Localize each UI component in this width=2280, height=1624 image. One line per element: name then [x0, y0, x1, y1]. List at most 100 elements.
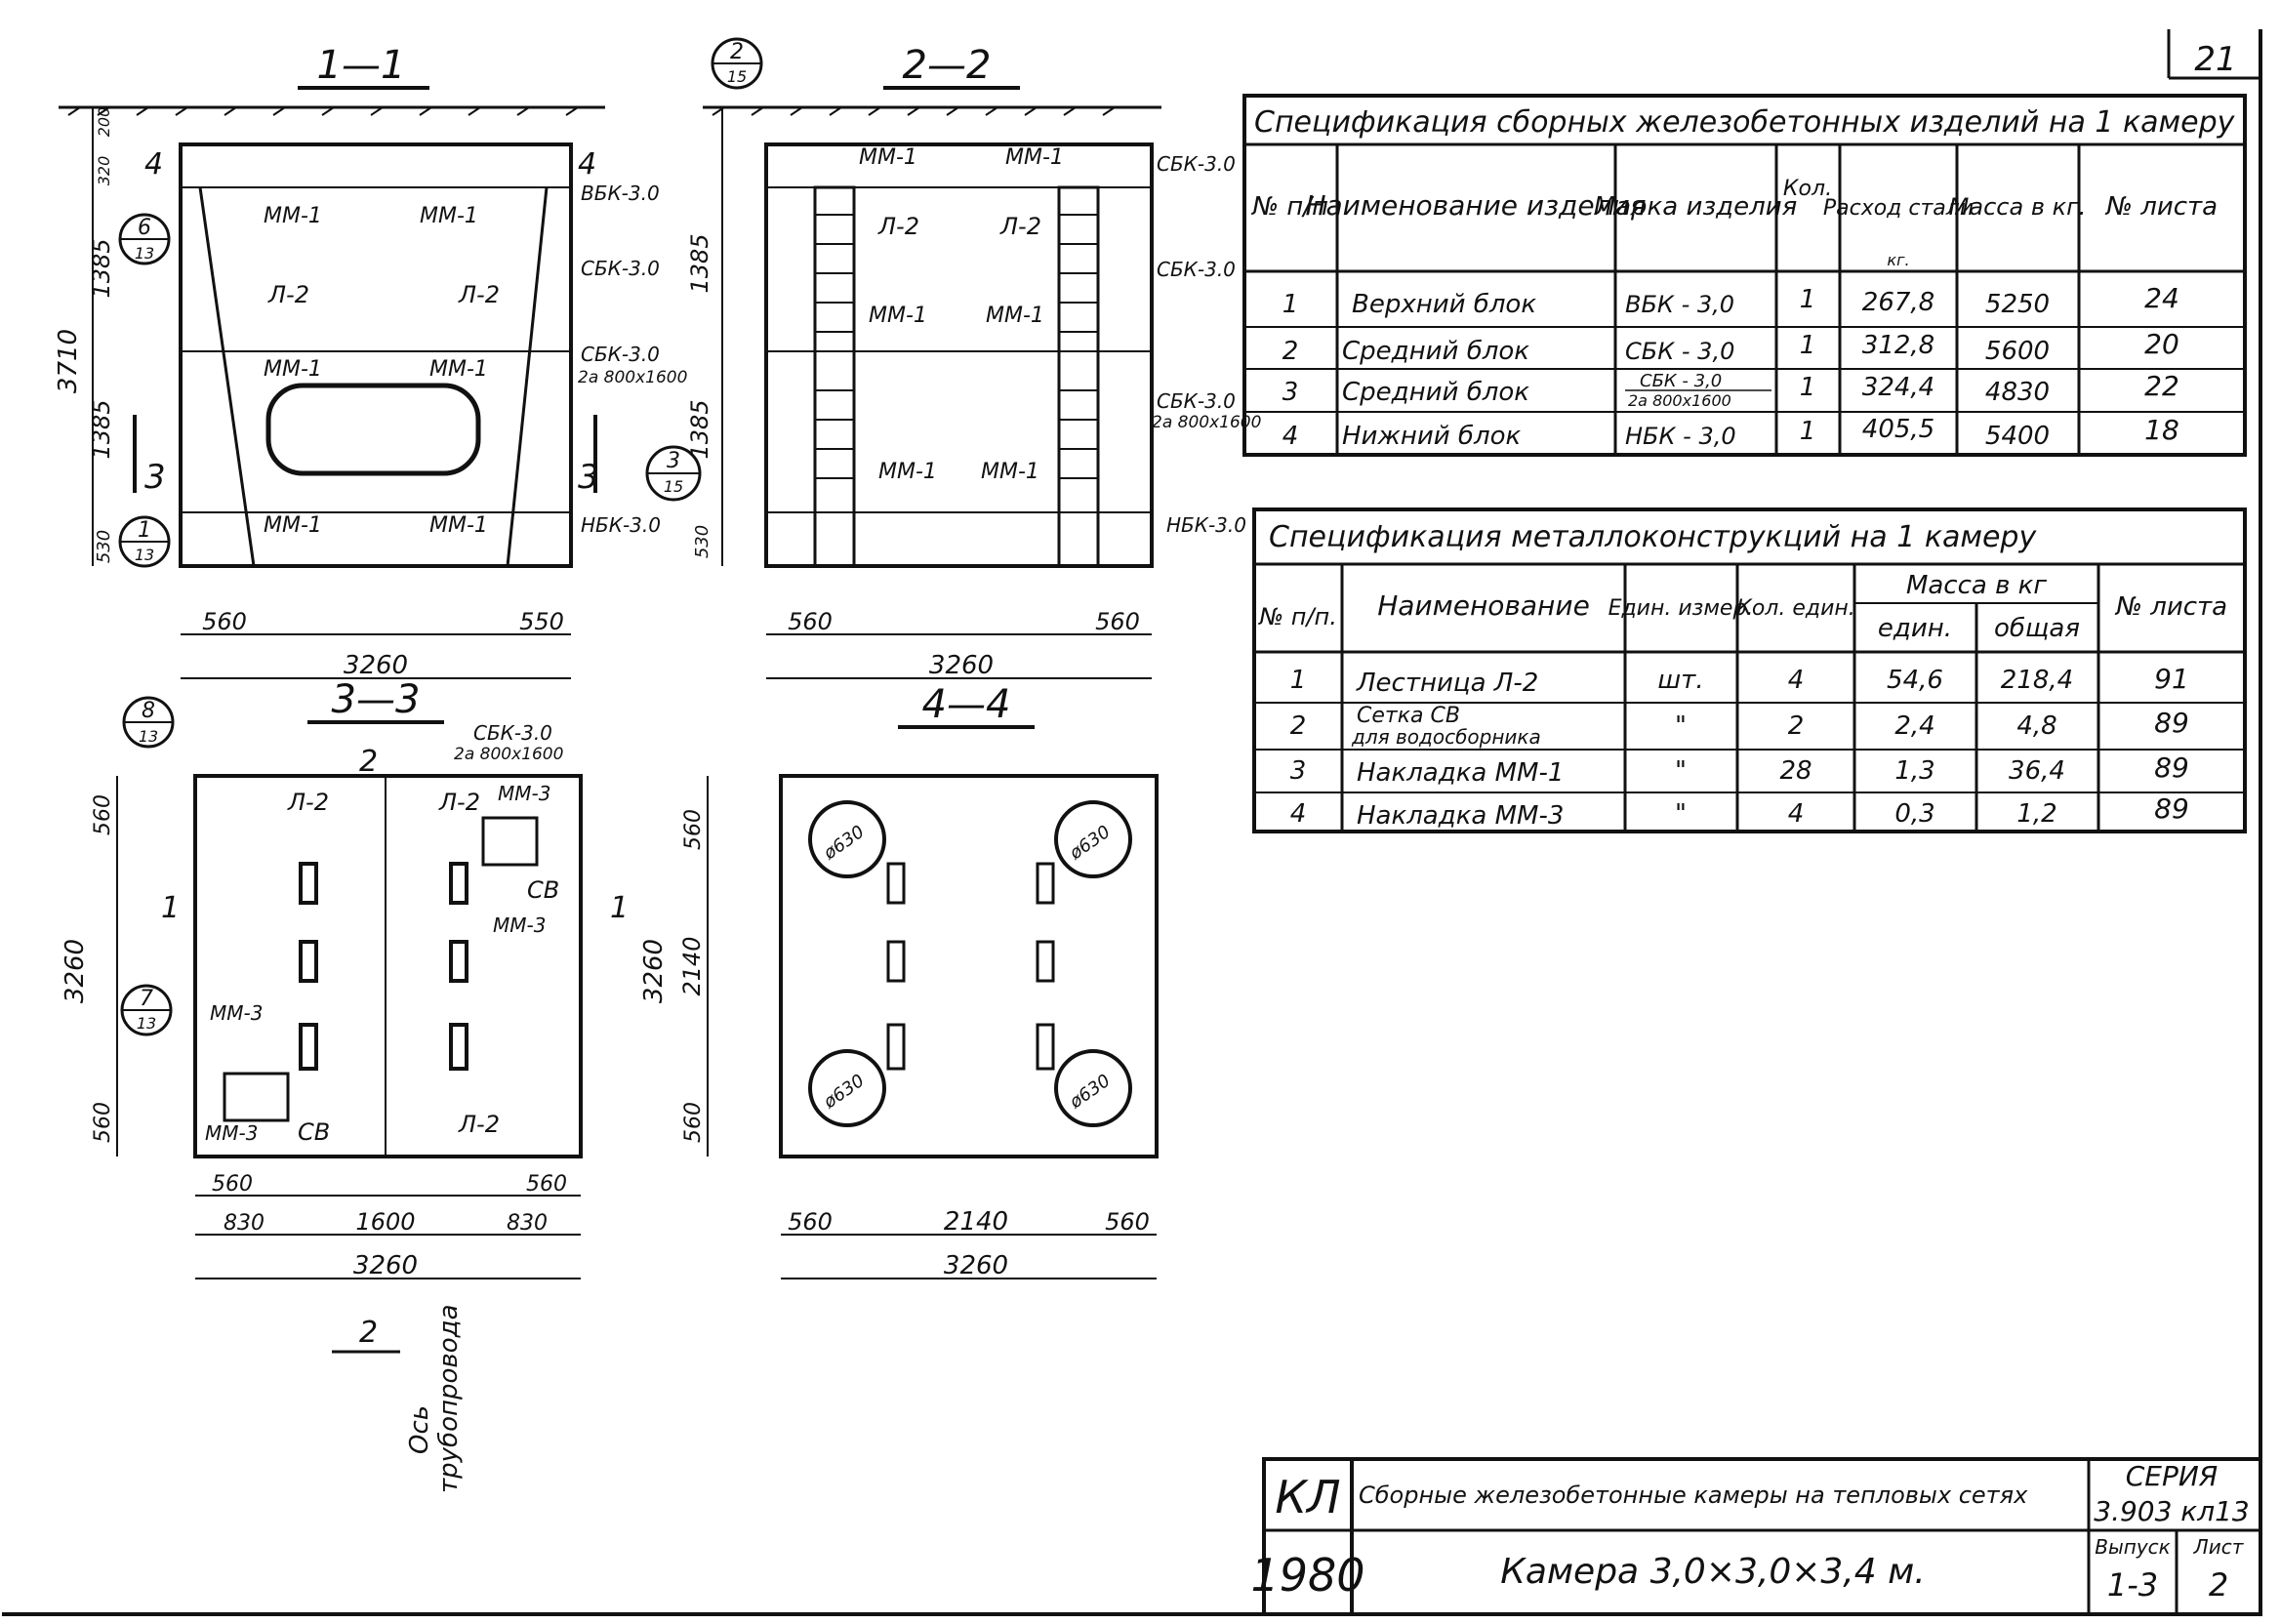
spec2-cell-qty: 4: [1788, 799, 1805, 829]
table-row: 1 Верхний блок ВБК - 3,0 1 267,8 5250 24: [1282, 282, 2179, 319]
dim-1385: 1385: [686, 399, 713, 459]
sbk-label: СБК-3.0: [473, 721, 552, 745]
dim-1385: 1385: [686, 233, 713, 293]
spec1-cell-mark: ВБК - 3,0: [1625, 291, 1734, 318]
spec2-cell-unit: шт.: [1657, 666, 1703, 695]
spec2-cell-qty: 2: [1788, 711, 1805, 741]
pipe-axis-label-2: трубопровода: [434, 1304, 464, 1493]
table-row: 3 Накладка ММ-1 " 28 1,3 36,4 89: [1290, 751, 2189, 788]
spec2-cell-mass-total: 4,8: [2016, 711, 2056, 741]
spec2-cell-qty: 4: [1788, 666, 1805, 695]
dim-630: ø630: [1065, 1071, 1114, 1114]
spec2-cell-qty: 28: [1779, 756, 1812, 786]
l2-label: Л-2: [458, 1111, 500, 1138]
dim-1385: 1385: [88, 238, 115, 298]
sbk-label: СБК-3.0: [1157, 258, 1236, 281]
l2-label: Л-2: [877, 213, 919, 240]
table-row: 2 Средний блок СБК - 3,0 1 312,8 5600 20: [1282, 328, 2179, 366]
title-block: КЛ 1980 Сборные железобетонные камеры на…: [1250, 1457, 2262, 1616]
spec1-cell-num: 1: [1282, 290, 1299, 319]
callout-6-bottom: 13: [135, 244, 154, 263]
mm1-label: ММ-1: [264, 204, 322, 228]
spec2-cell-name: Лестница Л-2: [1356, 669, 1538, 698]
spec1-cell-steel: 405,5: [1862, 415, 1934, 444]
section-title-4-4: 4—4: [922, 682, 1011, 727]
dim-560: 560: [202, 608, 247, 635]
spec1-cell-sheet: 18: [2144, 414, 2179, 446]
spec2-cell-unit: ": [1675, 711, 1687, 741]
mm1-label: ММ-1: [1005, 145, 1064, 170]
dim-560: 560: [526, 1172, 567, 1197]
spec1-cell-mark: СБК - 3,0: [1625, 338, 1734, 365]
spec2-cell-sheet: 89: [2154, 707, 2189, 739]
spec1-cell-qty: 1: [1800, 285, 1816, 314]
callout-2-top: 2: [730, 40, 744, 64]
dim-630: ø630: [819, 1071, 868, 1114]
spec2-header-num: № п/п.: [1257, 603, 1337, 630]
spec1-cell-sheet: 22: [2144, 370, 2179, 402]
spec2-title: Спецификация металлоконструкций на 1 кам…: [1269, 520, 2037, 554]
spec1-cell-steel: 267,8: [1862, 288, 1934, 317]
l2-label: Л-2: [267, 281, 309, 308]
l2-label: Л-2: [438, 789, 480, 816]
cut-mark-1: 1: [610, 891, 629, 925]
spec2-header-mass-total: общая: [1994, 614, 2080, 643]
l2-label: Л-2: [458, 281, 500, 308]
table-row: 4 Нижний блок НБК - 3,0 1 405,5 5400 18: [1282, 414, 2179, 451]
section-title-2-2: 2—2: [903, 43, 992, 88]
table-row: 3 Средний блок СБК - 3,0 2a 800x1600 1 3…: [1282, 370, 2179, 410]
dim-630: ø630: [1065, 822, 1114, 865]
mm3-label: ММ-3: [210, 1001, 263, 1025]
spec2-cell-num: 3: [1290, 756, 1307, 786]
section-4-4: 4—4 ø630 ø630 ø630 ø630 3260 560 2140 56…: [639, 682, 1159, 1280]
spec1-cell-num: 4: [1282, 422, 1299, 451]
spec2-cell-mass-total: 218,4: [2001, 666, 2073, 695]
spec1-cell-qty: 1: [1800, 373, 1816, 402]
spec2-cell-mass-total: 36,4: [2009, 756, 2065, 786]
spec1-cell-name: Верхний блок: [1352, 290, 1536, 319]
dim-3260: 3260: [61, 939, 90, 1003]
dim-630: ø630: [819, 822, 868, 865]
sbk-opening-label: 2a 800x1600: [1152, 413, 1261, 432]
spec1-cell-mass: 4830: [1985, 378, 2050, 407]
table-row: 4 Накладка ММ-3 " 4 0,3 1,2 89: [1290, 792, 2189, 831]
sbk-label: СБК-3.0: [1157, 152, 1236, 176]
sv-label: СВ: [527, 876, 559, 904]
spec2-cell-name: Накладка ММ-1: [1357, 758, 1564, 788]
spec1-cell-sheet: 20: [2144, 328, 2179, 360]
spec1-cell-num: 3: [1282, 378, 1299, 407]
dim-550: 550: [519, 608, 564, 635]
dim-560: 560: [681, 809, 706, 850]
spec1-cell-mark: СБК - 3,0: [1640, 371, 1722, 391]
cut-mark-4: 4: [144, 147, 163, 182]
spec2-cell-mass-unit: 2,4: [1894, 711, 1934, 741]
spec2-cell-mass-unit: 1,3: [1894, 756, 1934, 786]
spec2-cell-sheet: 89: [2154, 792, 2189, 825]
spec2-cell-unit: ": [1675, 756, 1687, 786]
spec2-cell-mass-unit: 0,3: [1894, 799, 1934, 829]
vbk-label: ВБК-3.0: [581, 182, 660, 205]
dim-560: 560: [91, 794, 115, 835]
spec2-header-mass-unit: един.: [1878, 614, 1952, 643]
spec-table-precast: Спецификация сборных железобетонных изде…: [1242, 94, 2247, 457]
spec1-header-sheet: № листа: [2104, 192, 2218, 222]
spec2-header-name: Наименование: [1377, 589, 1590, 622]
spec2-header-mass: Масса в кг: [1906, 571, 2047, 600]
spec-table-metal: Спецификация металлоконструкций на 1 кам…: [1252, 508, 2247, 833]
dim-3260: 3260: [639, 939, 669, 1003]
spec2-cell-name: Накладка ММ-3: [1357, 801, 1564, 831]
section-title-1-1: 1—1: [317, 43, 406, 88]
dim-320: 320: [95, 156, 113, 186]
sheet-value: 2: [2209, 1566, 2228, 1604]
dim-530: 530: [692, 525, 712, 558]
mm1-label: ММ-1: [264, 513, 322, 538]
callout-2-bottom: 15: [727, 67, 747, 86]
table-row: 1 Лестница Л-2 шт. 4 54,6 218,4 91: [1290, 663, 2189, 698]
l2-label: Л-2: [287, 789, 329, 816]
spec2-header-sheet: № листа: [2114, 592, 2227, 622]
cut-mark-3: 3: [144, 458, 166, 497]
spec1-header-name: Наименование изделия: [1305, 189, 1646, 222]
dim-2140: 2140: [678, 936, 706, 995]
spec1-header-num: № п/п: [1250, 192, 1328, 222]
